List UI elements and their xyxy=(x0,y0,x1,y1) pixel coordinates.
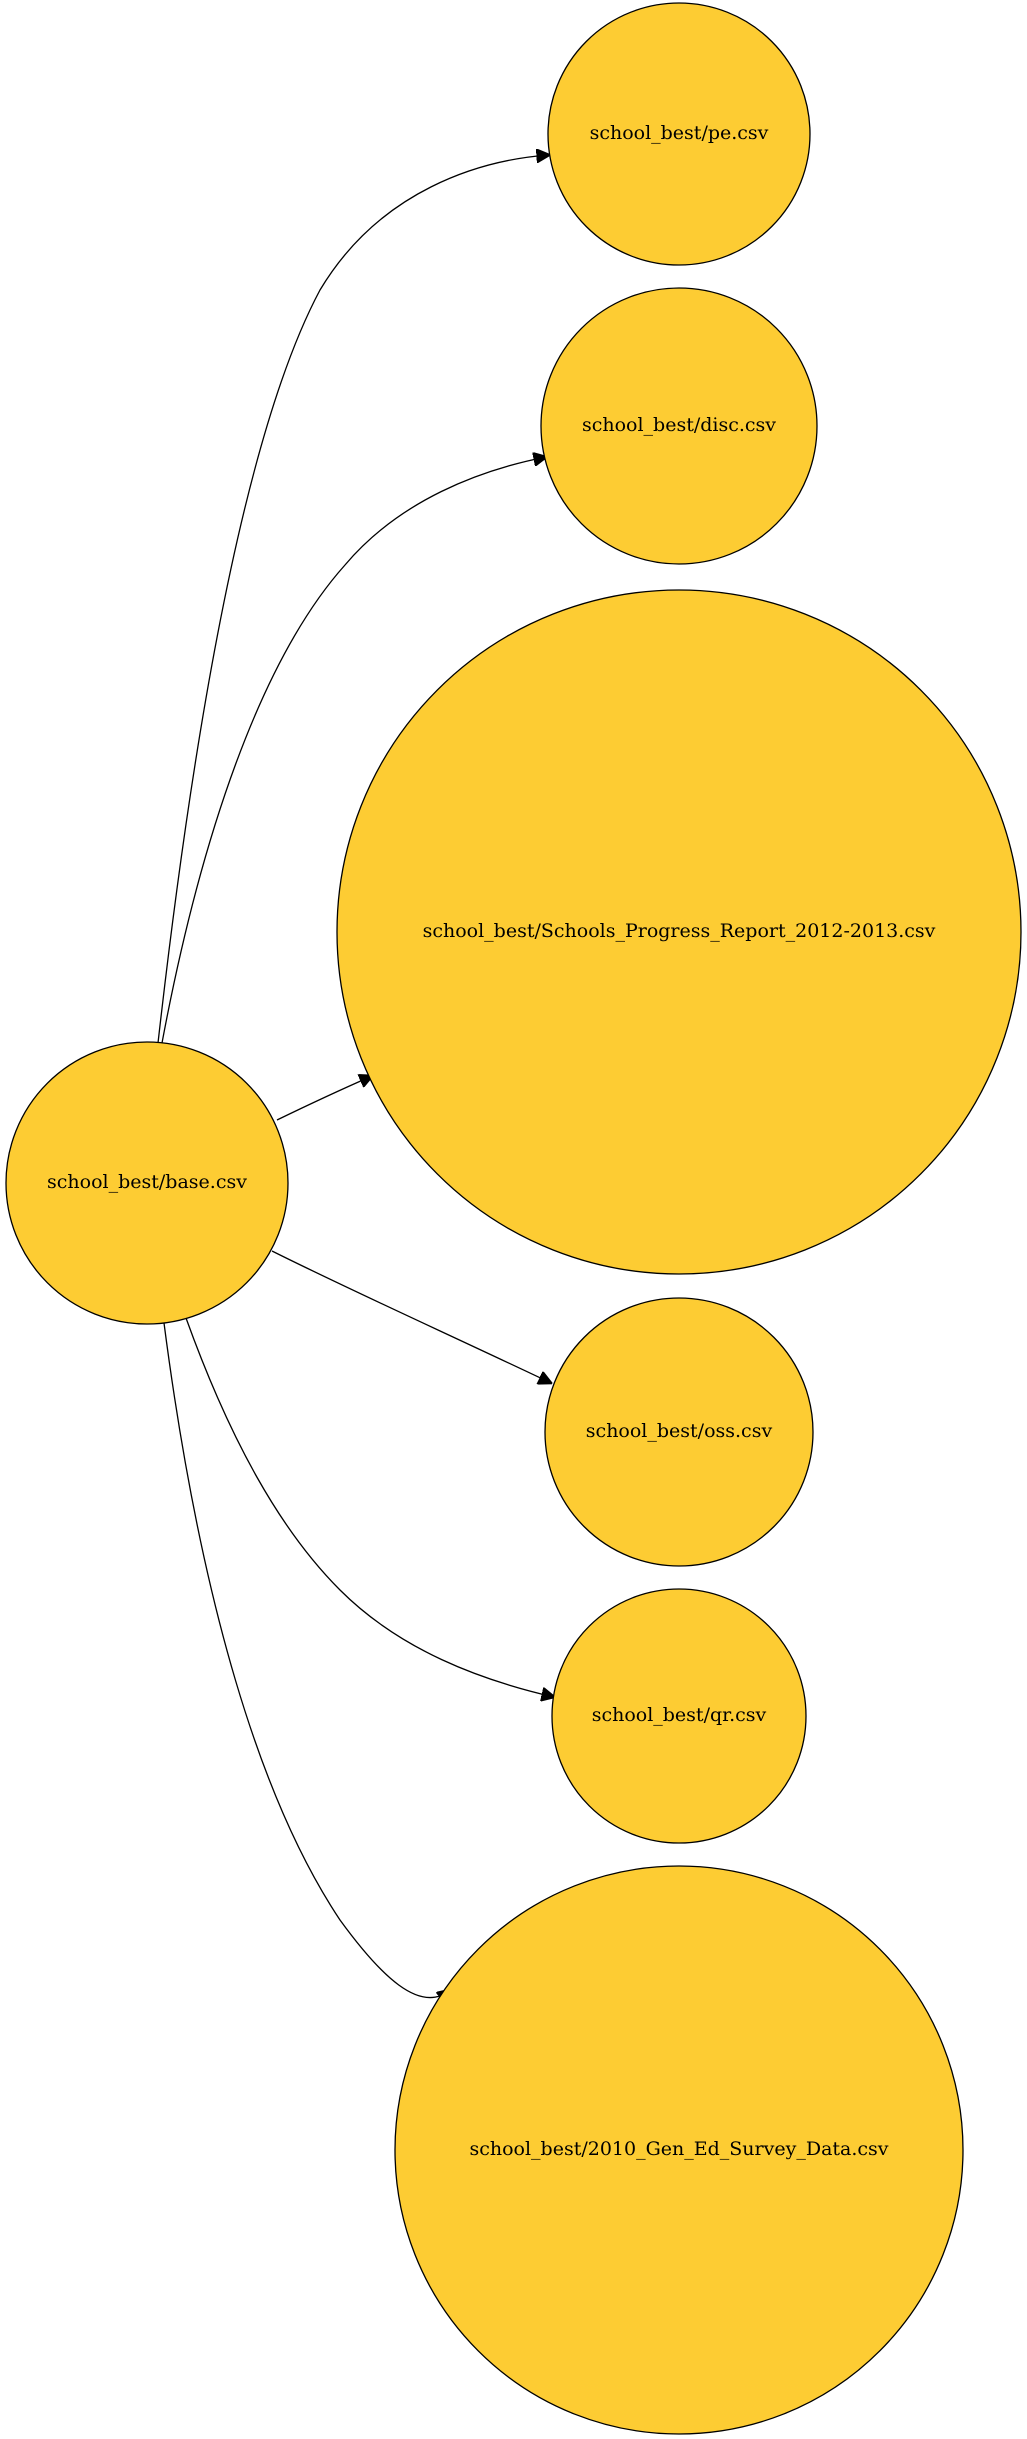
node-disc[interactable]: school_best/disc.csv xyxy=(540,287,818,565)
edges xyxy=(157,155,554,1998)
node-oss[interactable]: school_best/oss.csv xyxy=(544,1297,814,1567)
node-survey[interactable]: school_best/2010_Gen_Ed_Survey_Data.csv xyxy=(394,1865,964,2435)
edge-base-to-qr xyxy=(185,1317,554,1697)
node-progress[interactable]: school_best/Schools_Progress_Report_2012… xyxy=(336,589,1022,1275)
node-disc-label: school_best/disc.csv xyxy=(582,414,776,436)
edge-base-to-oss xyxy=(271,1250,551,1383)
node-progress-label: school_best/Schools_Progress_Report_2012… xyxy=(423,920,936,942)
node-base[interactable]: school_best/base.csv xyxy=(5,1041,289,1325)
node-qr-label: school_best/qr.csv xyxy=(592,1704,767,1726)
edge-base-to-survey xyxy=(163,1322,450,1998)
node-pe[interactable]: school_best/pe.csv xyxy=(547,2,811,266)
edge-base-to-progress xyxy=(276,1076,372,1121)
node-oss-label: school_best/oss.csv xyxy=(586,1420,773,1442)
node-survey-label: school_best/2010_Gen_Ed_Survey_Data.csv xyxy=(469,2138,888,2160)
edge-base-to-disc xyxy=(161,457,546,1044)
edge-base-to-pe xyxy=(157,155,549,1044)
node-base-label: school_best/base.csv xyxy=(47,1171,247,1193)
node-qr[interactable]: school_best/qr.csv xyxy=(551,1588,807,1844)
node-pe-label: school_best/pe.csv xyxy=(590,122,769,144)
